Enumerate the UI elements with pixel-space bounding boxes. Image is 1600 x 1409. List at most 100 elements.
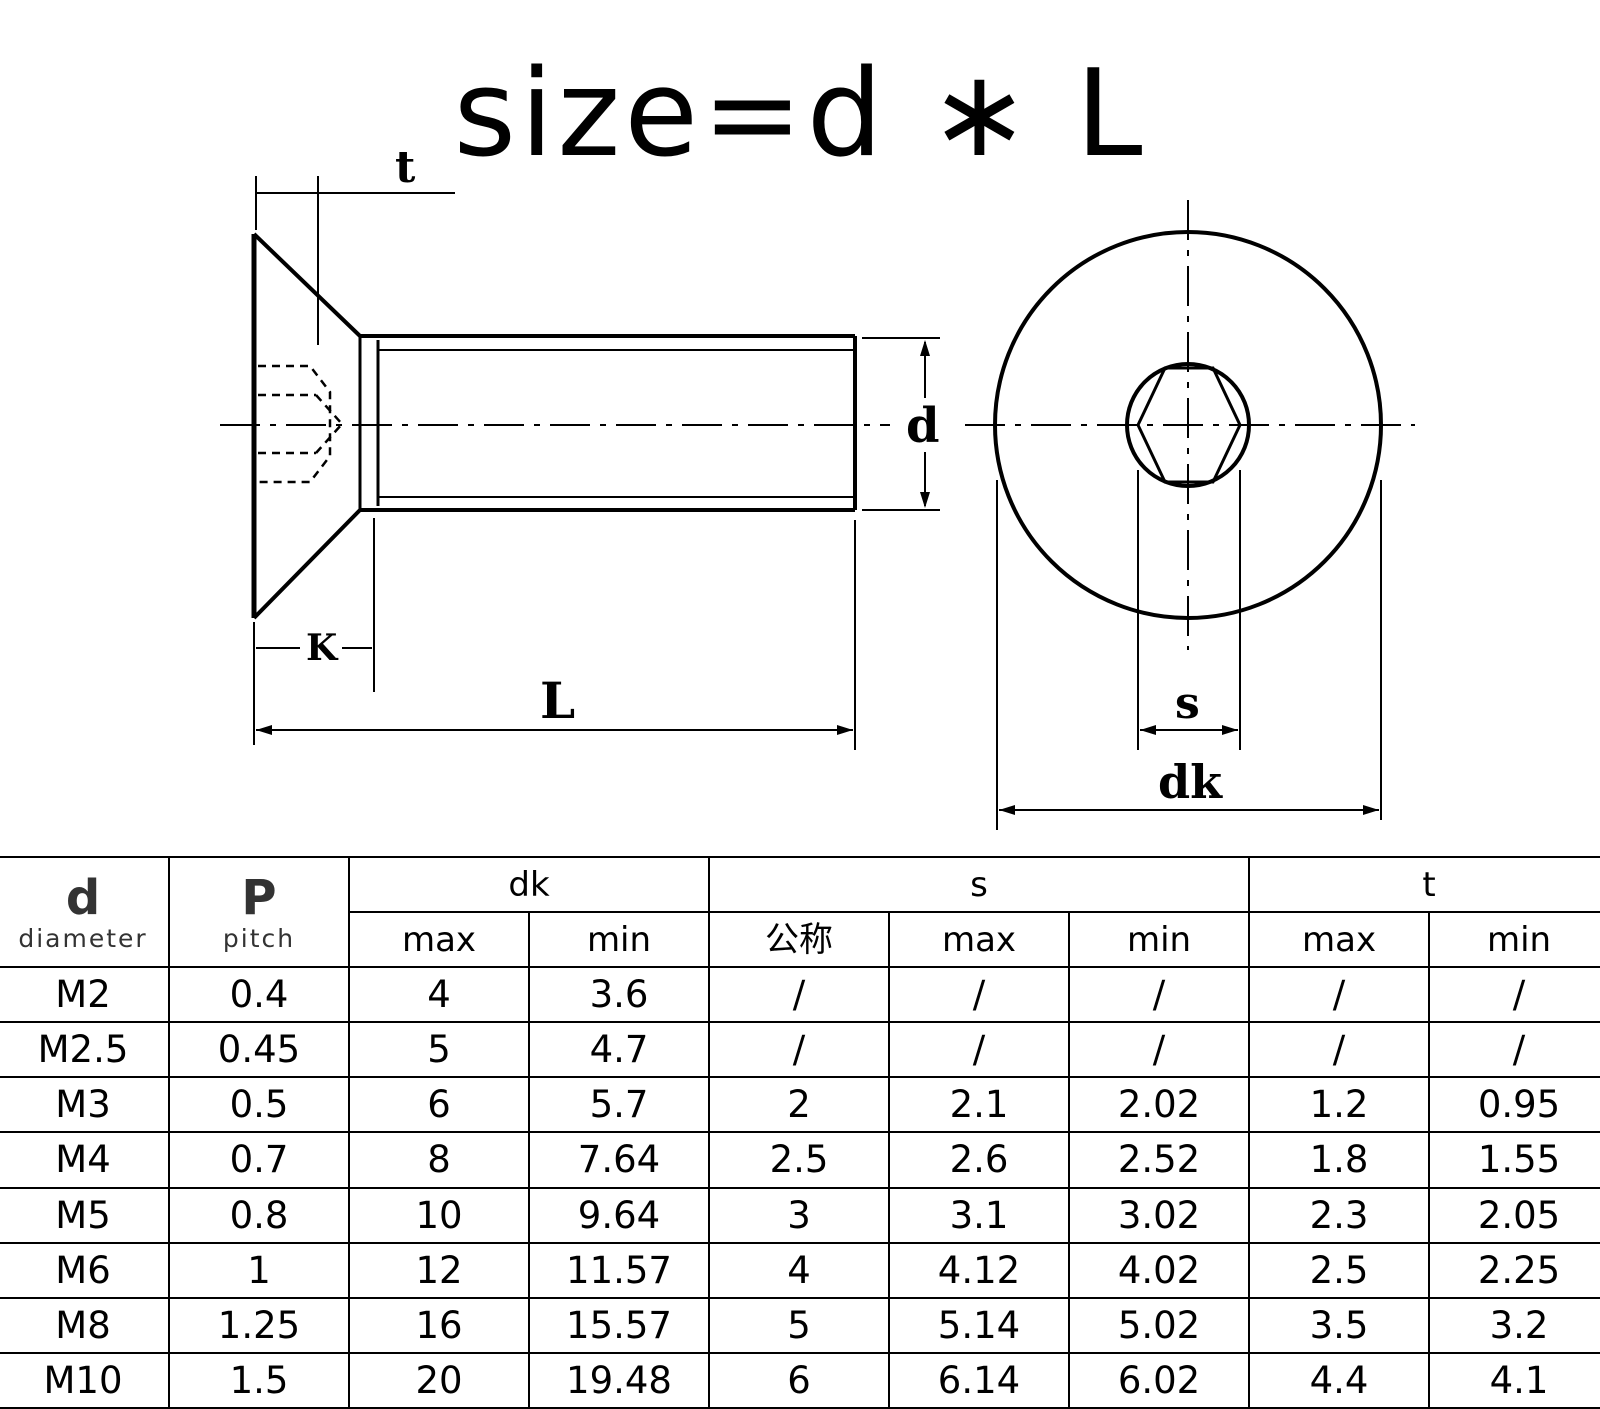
table-cell: 3.02 [1067, 1186, 1251, 1244]
table-cell: 19.48 [528, 1351, 710, 1409]
table-cell: 1.5 [168, 1351, 350, 1409]
table-cell: 0.4 [168, 965, 350, 1024]
dimension-label-dk: dk [1158, 755, 1223, 809]
table-cell: M6 [0, 1241, 170, 1299]
table-cell: 2 [708, 1076, 890, 1134]
table-cell: 0.8 [168, 1186, 350, 1244]
table-cell: 3.5 [1248, 1296, 1431, 1354]
table-cell: 6.14 [888, 1351, 1070, 1409]
table-cell: / [1428, 965, 1600, 1024]
table-cell: 0.5 [168, 1076, 350, 1134]
table-cell: 5 [348, 1021, 530, 1079]
screw-technical-drawing: t d K L s [220, 142, 1415, 830]
dimension-label-s: s [1175, 678, 1200, 729]
table-cell: M10 [0, 1351, 170, 1409]
header-diameter: d diameter [0, 856, 170, 968]
table-cell: 4.1 [1428, 1351, 1600, 1409]
table-cell: M5 [0, 1186, 170, 1244]
table-cell: 0.95 [1428, 1076, 1600, 1134]
table-cell: M4 [0, 1131, 170, 1189]
table-cell: 4.02 [1067, 1241, 1251, 1299]
table-cell: 4.4 [1248, 1351, 1431, 1409]
sub-header: min [1428, 911, 1600, 968]
table-cell: 2.5 [1248, 1241, 1431, 1299]
header-pitch-symbol: P [241, 870, 277, 927]
table-cell: 2.5 [708, 1131, 890, 1189]
table-cell: / [1248, 965, 1431, 1024]
header-diameter-symbol: d [65, 870, 101, 927]
screw-top-view: s dk [965, 200, 1415, 830]
table-cell: 1.8 [1248, 1131, 1431, 1189]
table-cell: 1.55 [1428, 1131, 1600, 1189]
dimension-label-d: d [906, 398, 940, 454]
dimension-spec-table: d diameter P pitch dk s t max min 公称 max… [0, 856, 1600, 1409]
table-cell: 6 [348, 1076, 530, 1134]
table-cell: 15.57 [528, 1296, 710, 1354]
sub-header-row: max min 公称 max min max min [0, 911, 1600, 968]
table-cell: 9.64 [528, 1186, 710, 1244]
table-cell: 16 [348, 1296, 530, 1354]
table-cell: 0.7 [168, 1131, 350, 1189]
table-cell: / [708, 1021, 890, 1079]
table-cell: 3.1 [888, 1186, 1070, 1244]
table-cell: M3 [0, 1076, 170, 1134]
table-cell: 4 [708, 1241, 890, 1299]
table-cell: / [1428, 1021, 1600, 1079]
table-cell: 4.7 [528, 1021, 710, 1079]
header-diameter-label: diameter [18, 923, 148, 953]
table-cell: 2.1 [888, 1076, 1070, 1134]
table-cell: 1 [168, 1241, 350, 1299]
dimension-label-t: t [395, 142, 416, 193]
table-cell: 4 [348, 965, 530, 1024]
table-cell: 5.7 [528, 1076, 710, 1134]
sub-header: min [528, 911, 710, 968]
table-cell: 2.05 [1428, 1186, 1600, 1244]
sub-header: max [1248, 911, 1431, 968]
dimension-label-k: K [306, 627, 339, 669]
table-cell: 2.25 [1428, 1241, 1600, 1299]
table-cell: / [1067, 1021, 1251, 1079]
header-group-s: s [707, 856, 1251, 913]
sub-header: max [888, 911, 1070, 968]
table-cell: 2.02 [1067, 1076, 1251, 1134]
table-cell: 1.2 [1248, 1076, 1431, 1134]
table-cell: 2.3 [1248, 1186, 1431, 1244]
table-cell: 8 [348, 1131, 530, 1189]
header-pitch: P pitch [168, 856, 350, 968]
table-cell: 3 [708, 1186, 890, 1244]
header-group-t: t [1248, 856, 1600, 913]
screw-side-view: t d K L [220, 142, 940, 750]
table-cell: 2.6 [888, 1131, 1070, 1189]
header-group-dk: dk [348, 856, 710, 913]
table-cell: / [1248, 1021, 1431, 1079]
table-cell: M2 [0, 965, 170, 1024]
table-cell: / [708, 965, 890, 1024]
table-cell: 10 [348, 1186, 530, 1244]
table-cell: 6 [708, 1351, 890, 1409]
table-cell: 12 [348, 1241, 530, 1299]
table-cell: 4.12 [888, 1241, 1070, 1299]
table-cell: 2.52 [1067, 1131, 1251, 1189]
table-cell: 7.64 [528, 1131, 710, 1189]
sub-header: 公称 [708, 911, 890, 968]
table-cell: 3.2 [1428, 1296, 1600, 1354]
table-cell: 3.6 [528, 965, 710, 1024]
table-cell: 6.02 [1067, 1351, 1251, 1409]
table-cell: 5.14 [888, 1296, 1070, 1354]
table-cell: M2.5 [0, 1021, 170, 1079]
table-cell: 20 [348, 1351, 530, 1409]
sub-header: min [1067, 911, 1251, 968]
header-pitch-label: pitch [222, 923, 296, 953]
table-cell: 0.45 [168, 1021, 350, 1079]
table-cell: / [888, 965, 1070, 1024]
page-title: size=d ∗ L [453, 45, 1147, 184]
table-cell: 11.57 [528, 1241, 710, 1299]
